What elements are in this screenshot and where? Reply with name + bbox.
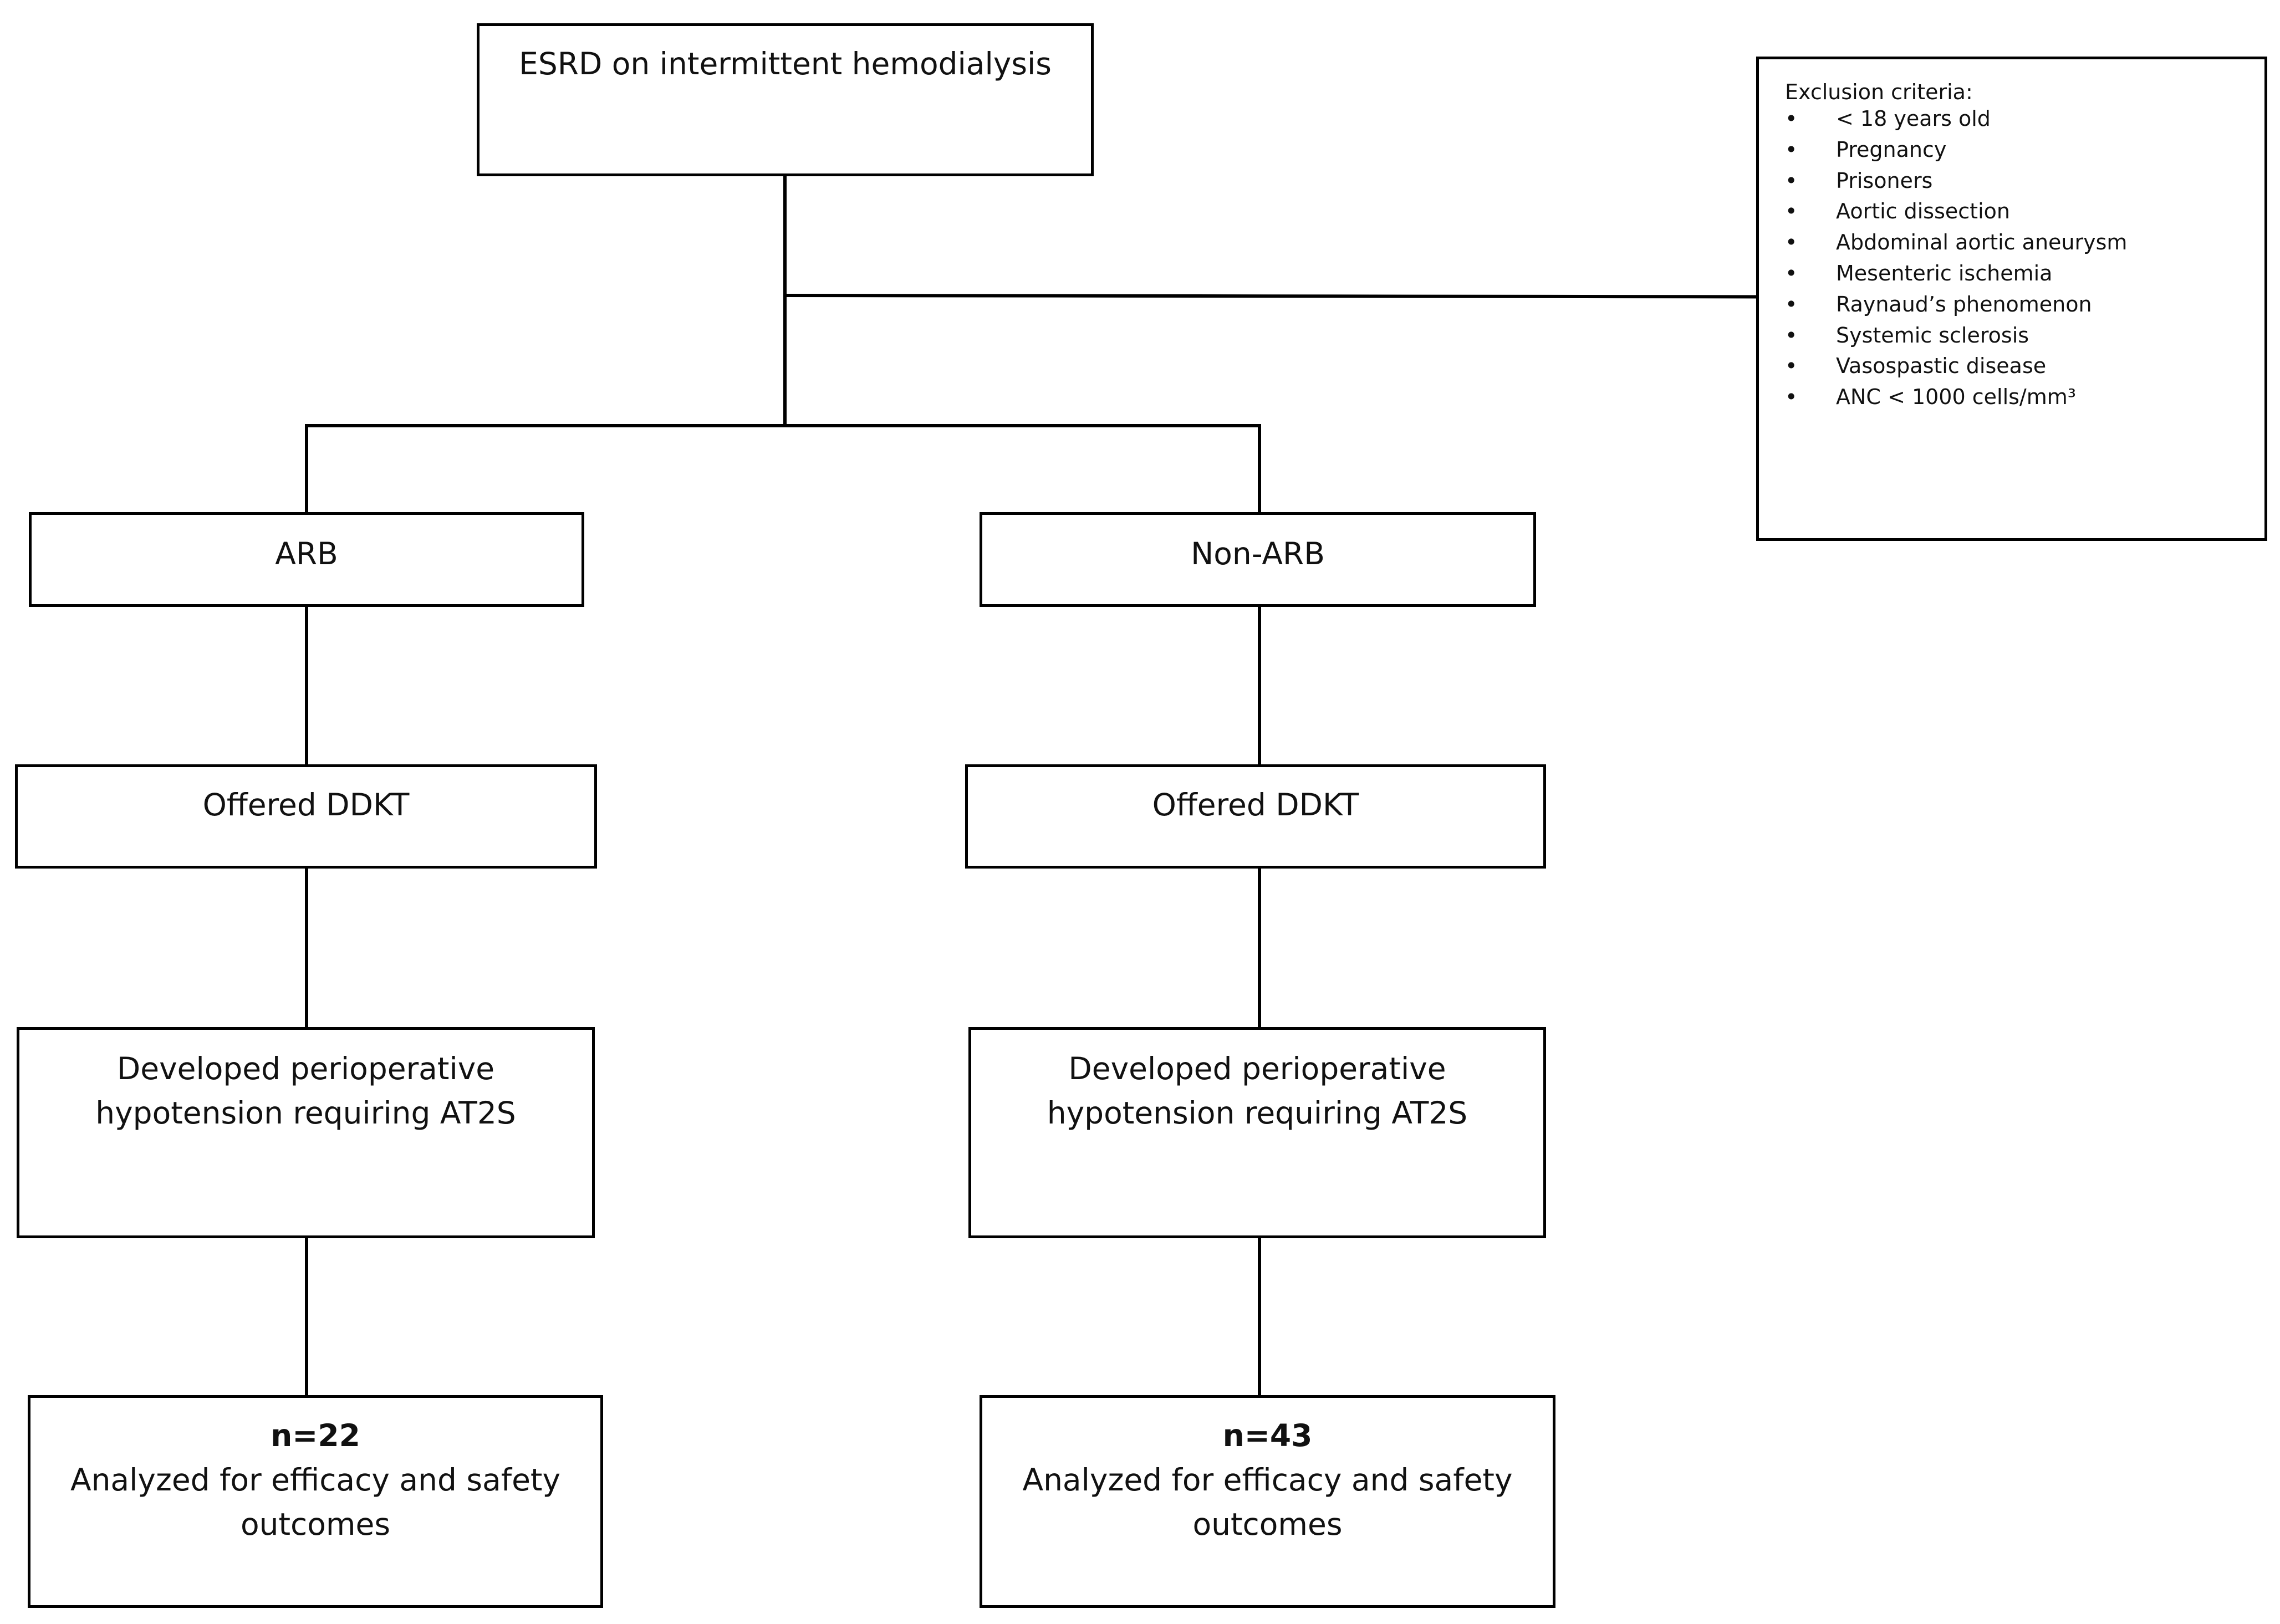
exclusion-item: • < 18 years old (1785, 104, 2127, 135)
left-hypotension-box: Developed perioperative hypotension requ… (17, 1027, 595, 1238)
connector-left-offered-to-developed (305, 867, 308, 1029)
exclusion-item-label: Abdominal aortic aneurysm (1836, 230, 2128, 255)
exclusion-item: • Abdominal aortic aneurysm (1785, 227, 2127, 258)
right-hypotension-box: Developed perioperative hypotension requ… (968, 1027, 1546, 1238)
right-hypotension-line1: Developed perioperative (1068, 1051, 1446, 1086)
exclusion-item-label: Vasospastic disease (1836, 354, 2047, 379)
left-hypotension-line2: hypotension requiring AT2S (95, 1095, 516, 1131)
connector-split-horizontal (305, 424, 1261, 427)
arb-box: ARB (29, 512, 584, 607)
left-offered-ddkt-label: Offered DDKT (202, 787, 410, 823)
connector-top-vertical (783, 175, 787, 425)
arb-label: ARB (275, 536, 338, 571)
exclusion-item: • Prisoners (1785, 166, 2127, 197)
exclusion-item-label: Raynaud’s phenomenon (1836, 292, 2092, 316)
connector-right-developed-to-n (1258, 1237, 1261, 1397)
left-analyzed-line2: outcomes (240, 1506, 391, 1542)
esrd-box: ESRD on intermittent hemodialysis (477, 23, 1094, 176)
bullet-icon: • (1785, 137, 1798, 162)
right-n-count: n=43 (1222, 1418, 1313, 1453)
exclusion-item-label: Systemic sclerosis (1836, 323, 2029, 348)
left-analyzed-box: n=22 Analyzed for efficacy and safety ou… (28, 1395, 603, 1608)
exclusion-item-label: Aortic dissection (1836, 199, 2010, 224)
connector-exclusion-branch (784, 294, 1758, 299)
exclusion-item: • Vasospastic disease (1785, 351, 2127, 382)
left-n-count: n=22 (271, 1418, 360, 1453)
bullet-icon: • (1785, 106, 1798, 131)
right-offered-ddkt-box: Offered DDKT (965, 764, 1546, 869)
left-analyzed-line1: Analyzed for efficacy and safety (70, 1462, 561, 1498)
bullet-icon: • (1785, 323, 1798, 348)
exclusion-criteria-heading: Exclusion criteria: (1785, 80, 1973, 104)
bullet-icon: • (1785, 385, 1798, 410)
exclusion-item: • Aortic dissection (1785, 196, 2127, 227)
exclusion-item-label: ANC < 1000 cells/mm³ (1836, 385, 2076, 410)
exclusion-item: • Raynaud’s phenomenon (1785, 289, 2127, 320)
connector-nonarb-to-offered (1258, 605, 1261, 766)
exclusion-criteria-list: • < 18 years old • Pregnancy • Prisoners • A… (1785, 104, 2127, 413)
exclusion-item: • Mesenteric ischemia (1785, 258, 2127, 289)
exclusion-item-label: < 18 years old (1836, 106, 1991, 131)
connector-arb-to-offered (305, 605, 308, 766)
exclusion-item-label: Prisoners (1836, 168, 1933, 193)
connector-left-developed-to-n (305, 1237, 308, 1397)
exclusion-criteria-box: Exclusion criteria: • < 18 years old • Pre… (1756, 57, 2267, 541)
left-hypotension-line1: Developed perioperative (116, 1051, 495, 1086)
bullet-icon: • (1785, 292, 1798, 316)
connector-right-to-nonarb (1258, 424, 1261, 514)
exclusion-item-label: Pregnancy (1836, 137, 1947, 162)
exclusion-item: • ANC < 1000 cells/mm³ (1785, 382, 2127, 413)
connector-right-offered-to-developed (1258, 867, 1261, 1029)
non-arb-label: Non-ARB (1191, 536, 1325, 571)
right-hypotension-line2: hypotension requiring AT2S (1047, 1095, 1468, 1131)
bullet-icon: • (1785, 354, 1798, 379)
bullet-icon: • (1785, 261, 1798, 285)
exclusion-item: • Systemic sclerosis (1785, 320, 2127, 351)
left-offered-ddkt-box: Offered DDKT (15, 764, 597, 869)
right-offered-ddkt-label: Offered DDKT (1152, 787, 1359, 823)
non-arb-box: Non-ARB (980, 512, 1536, 607)
bullet-icon: • (1785, 199, 1798, 224)
exclusion-item: • Pregnancy (1785, 135, 2127, 166)
right-analyzed-line1: Analyzed for efficacy and safety (1022, 1462, 1513, 1498)
bullet-icon: • (1785, 168, 1798, 193)
esrd-label: ESRD on intermittent hemodialysis (519, 46, 1052, 81)
connector-left-to-arb (305, 424, 308, 514)
bullet-icon: • (1785, 230, 1798, 255)
right-analyzed-box: n=43 Analyzed for efficacy and safety ou… (980, 1395, 1555, 1608)
right-analyzed-line2: outcomes (1192, 1506, 1343, 1542)
exclusion-item-label: Mesenteric ischemia (1836, 261, 2053, 285)
